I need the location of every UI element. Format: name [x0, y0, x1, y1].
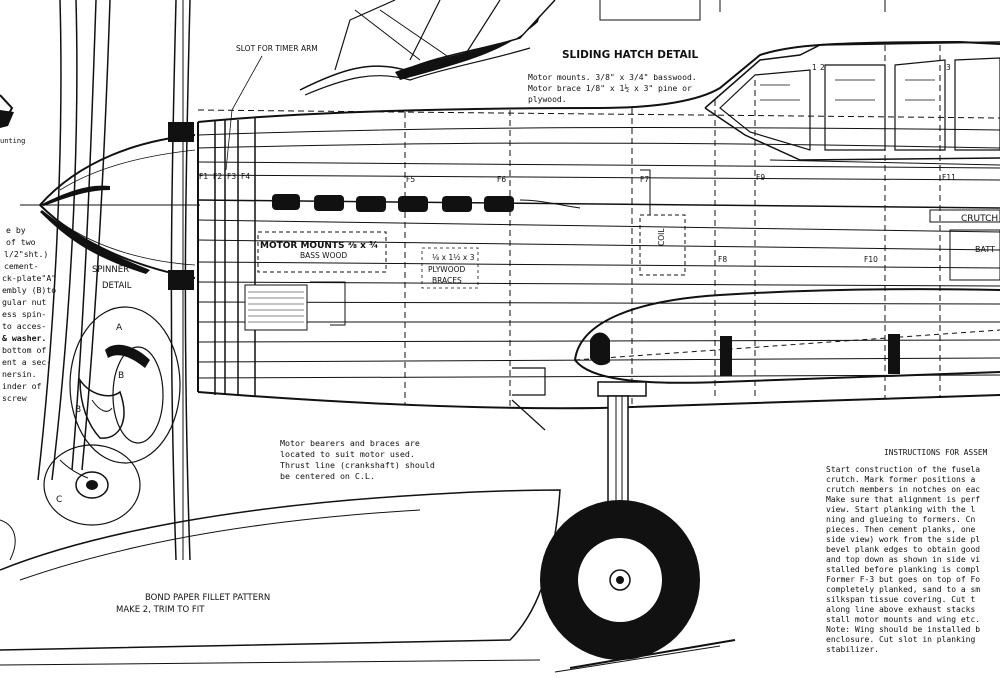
- motor-mounts-label: MOTOR MOUNTS ⅜ x ¾: [260, 241, 378, 251]
- instructions-line-11: stalled before planking is compl: [826, 565, 980, 574]
- instructions-line-14: silkspan tissue covering. Cut t: [826, 595, 975, 604]
- instructions-line-18: enclosure. Cut slot in planking: [826, 635, 975, 644]
- instructions-line-8: side view) work from the side pl: [826, 535, 980, 544]
- left-note-line-3: l/2"sht.): [4, 249, 48, 259]
- fillet-line-1: BOND PAPER FILLET PATTERN: [145, 593, 270, 603]
- former-f5: F5: [406, 175, 415, 184]
- instructions-line-13: completely planked, sand to a sm: [826, 585, 980, 594]
- former-f7: F7: [640, 175, 649, 184]
- instructions-line-5: view. Start planking with the l: [826, 505, 975, 514]
- spinner-label: SPINNER: [92, 265, 129, 275]
- bearers-note-4: be centered on C.L.: [280, 471, 375, 481]
- spinner-detail: SPINNER DETAIL A B B C: [0, 265, 181, 561]
- sliding-hatch-title: SLIDING HATCH DETAIL: [562, 49, 699, 61]
- hatch-3: 3: [946, 63, 951, 72]
- former-f8: F8: [718, 255, 727, 264]
- left-note-line-12: ent a sec-: [2, 357, 51, 367]
- motor-mounts-note-3: plywood.: [528, 95, 567, 104]
- battery-label: BATT: [975, 245, 995, 254]
- former-f1: F1: [199, 172, 208, 181]
- detail-label: DETAIL: [102, 281, 132, 291]
- motor-mounts-note-1: Motor mounts. 3/8" x 3/4" basswood.: [528, 73, 697, 82]
- left-note-line-5: ck-plate"A": [2, 273, 56, 283]
- part-b2-label: B: [75, 405, 81, 415]
- instructions-line-9: bevel plank edges to obtain good: [826, 545, 980, 554]
- left-note-line-6: embly (B)to: [2, 285, 56, 295]
- plywood-label: PLYWOOD: [428, 265, 466, 274]
- bearers-note-2: located to suit motor used.: [280, 449, 415, 459]
- bearers-note-1: Motor bearers and braces are: [280, 438, 420, 448]
- former-f2: F2: [213, 172, 222, 181]
- hatch-2: 2: [820, 63, 825, 72]
- left-note-line-1: e by: [6, 225, 26, 235]
- former-f10: F10: [864, 255, 878, 264]
- instructions-line-7: pieces. Then cement planks, one: [826, 525, 975, 534]
- instructions: INSTRUCTIONS FOR ASSEM Start constructio…: [826, 448, 988, 654]
- spinner-nose: [20, 134, 200, 279]
- former-f9: F9: [756, 173, 765, 182]
- instructions-line-16: stall motor mounts and wing etc.: [826, 615, 980, 624]
- slot-timer-arm-label: SLOT FOR TIMER ARM: [236, 44, 318, 53]
- hatch-1: 1: [812, 63, 817, 72]
- former-f6: F6: [497, 175, 506, 184]
- slot-timer-arm: SLOT FOR TIMER ARM: [225, 44, 318, 171]
- part-a-label: A: [116, 323, 123, 333]
- instructions-line-12: Former F-3 but goes on top of Fo: [826, 575, 980, 584]
- plywood-dims-label: ⅛ x 1½ x 3: [432, 253, 475, 262]
- part-b1-label: B: [118, 371, 124, 381]
- former-f4: F4: [241, 172, 250, 181]
- motor-mounts-note-2: Motor brace 1/8" x 1½ x 3" pine or: [528, 83, 692, 93]
- coil-label: COIL: [657, 228, 666, 246]
- instructions-line-3: crutch members in notches on eac: [826, 485, 980, 494]
- instructions-line-10: and top down as shown in side vi: [826, 555, 980, 564]
- instructions-line-19: stabilizer.: [826, 645, 879, 654]
- instructions-line-4: Make sure that alignment is perf: [826, 495, 980, 504]
- left-note-line-7: gular nut: [2, 297, 46, 307]
- part-c-label: C: [56, 495, 62, 505]
- fuselage-side-view: F1 F2 F3 F4 F5 F6 F7 F8 F9 F10 F11 1 2 3…: [197, 40, 1000, 431]
- left-note-line-8: ess spin-: [2, 309, 46, 319]
- motor-mounts-note: Motor mounts. 3/8" x 3/4" basswood. Moto…: [528, 73, 697, 104]
- landing-gear: [540, 395, 736, 673]
- propeller-side-view: [37, 0, 194, 561]
- left-note-line-4: cement-: [4, 261, 39, 271]
- fillet-line-2: MAKE 2, TRIM TO FIT: [116, 605, 205, 615]
- left-note-line-14: inder of: [2, 381, 42, 391]
- instructions-title: INSTRUCTIONS FOR ASSEM: [884, 448, 988, 457]
- sliding-hatch-drawing: SLIDING HATCH DETAIL: [299, 0, 886, 96]
- instructions-line-17: Note: Wing should be installed b: [826, 625, 980, 634]
- bearers-note-3: Thrust line (crankshaft) should: [280, 460, 435, 470]
- braces-label: BRACES: [432, 276, 462, 285]
- instructions-line-15: along line above exhaust stacks: [826, 605, 975, 614]
- former-f11: F11: [942, 173, 956, 182]
- left-note-line-10: & washer.: [2, 333, 46, 343]
- instructions-line-2: crutch. Mark former positions a: [826, 475, 975, 484]
- former-f3: F3: [227, 172, 236, 181]
- crutch-label: CRUTCH: [961, 214, 998, 224]
- instructions-line-1: Start construction of the fusela: [826, 465, 980, 474]
- left-note: e by of two l/2"sht.) cement- ck-plate"A…: [2, 225, 56, 403]
- bass-wood-label: BASS WOOD: [300, 251, 347, 260]
- left-note-line-11: bottom of: [2, 345, 46, 355]
- left-top-fragment: unting: [0, 137, 25, 145]
- left-note-line-2: of two: [6, 237, 36, 247]
- left-note-line-15: screw: [2, 393, 27, 403]
- bearers-note: Motor bearers and braces are located to …: [280, 438, 435, 481]
- fillet-pattern: BOND PAPER FILLET PATTERN MAKE 2, TRIM T…: [0, 489, 561, 666]
- instructions-line-6: ning and glueing to formers. Cn: [826, 515, 975, 524]
- left-note-line-9: to acces-: [2, 321, 46, 331]
- left-note-line-13: nersin.: [2, 369, 37, 379]
- upper-left-fragment: unting: [0, 94, 25, 145]
